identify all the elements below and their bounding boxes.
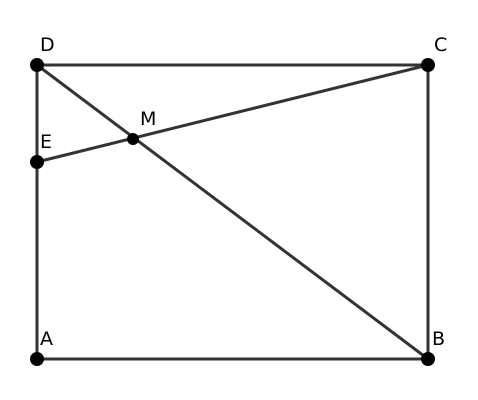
segment-db [35,63,430,361]
point-e [30,155,44,169]
label-d: D [40,34,55,56]
point-a [30,352,44,366]
label-b: B [432,328,445,350]
point-m [127,133,139,145]
label-e: E [40,131,52,153]
point-c [421,58,435,72]
label-m: M [140,108,156,130]
label-a: A [40,328,53,350]
segment-ec [35,63,430,164]
label-c: C [434,34,447,56]
point-b [421,352,435,366]
point-d [30,58,44,72]
